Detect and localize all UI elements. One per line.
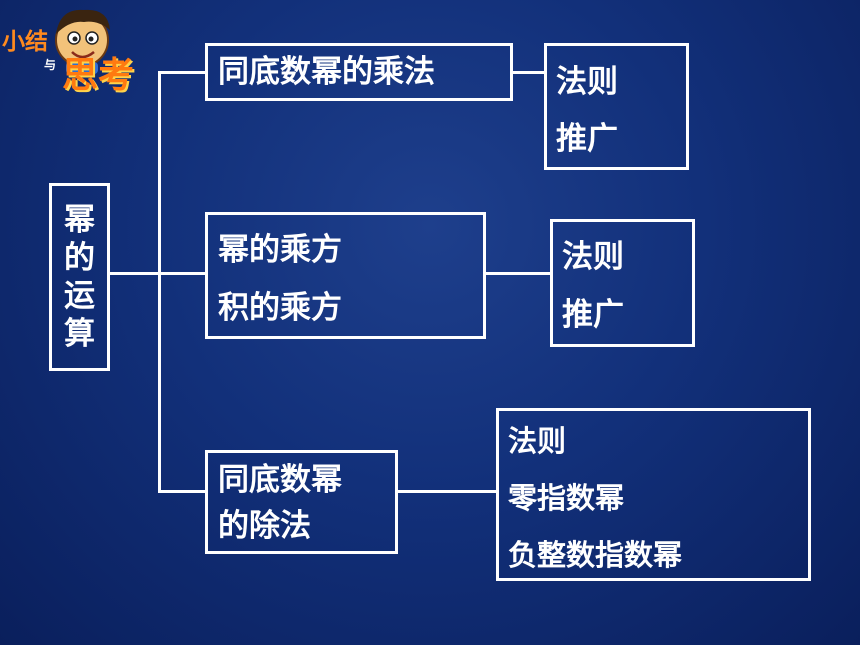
connector-line xyxy=(397,490,497,493)
sub-label: 法则 xyxy=(562,239,624,275)
sub-box-division: 法则 零指数幂 负整数指数幂 xyxy=(496,408,811,581)
sub-box-power: 法则 推广 xyxy=(550,219,695,347)
root-node: 幂 的 运 算 xyxy=(49,183,110,371)
summary-badge-logo: 小结 与 思考 xyxy=(0,0,160,100)
sub-label: 零指数幂 xyxy=(508,481,625,515)
connector-line xyxy=(158,71,161,493)
connector-line xyxy=(110,272,160,275)
topic-box-division: 同底数幂 的除法 xyxy=(205,450,398,554)
badge-left-text: 小结 xyxy=(2,29,48,55)
connector-line xyxy=(485,272,551,275)
mascot-icon xyxy=(55,9,110,74)
topic-label: 同底数幂的乘法 xyxy=(218,54,435,90)
root-char: 运 xyxy=(64,278,95,314)
topic-label: 积的乘方 xyxy=(218,290,342,326)
sub-label: 推广 xyxy=(556,121,618,157)
sub-label: 法则 xyxy=(556,64,618,100)
root-char: 的 xyxy=(64,240,95,276)
root-char: 幂 xyxy=(64,202,95,238)
connector-line xyxy=(158,71,206,74)
topic-box-multiplication: 同底数幂的乘法 xyxy=(205,43,513,101)
topic-box-power: 幂的乘方 积的乘方 xyxy=(205,212,486,339)
connector-line xyxy=(158,490,206,493)
topic-label: 的除法 xyxy=(218,508,311,544)
sub-label: 法则 xyxy=(508,424,567,458)
badge-small-text: 与 xyxy=(44,58,57,72)
sub-label: 推广 xyxy=(562,297,624,333)
badge-right-text: 思考 xyxy=(62,55,135,96)
topic-label: 同底数幂 xyxy=(218,462,342,498)
root-char: 算 xyxy=(64,316,95,352)
topic-label: 幂的乘方 xyxy=(218,232,342,268)
connector-line xyxy=(158,272,206,275)
sub-label: 负整数指数幂 xyxy=(508,538,683,572)
sub-box-multiplication: 法则 推广 xyxy=(544,43,689,170)
connector-line xyxy=(512,71,544,74)
